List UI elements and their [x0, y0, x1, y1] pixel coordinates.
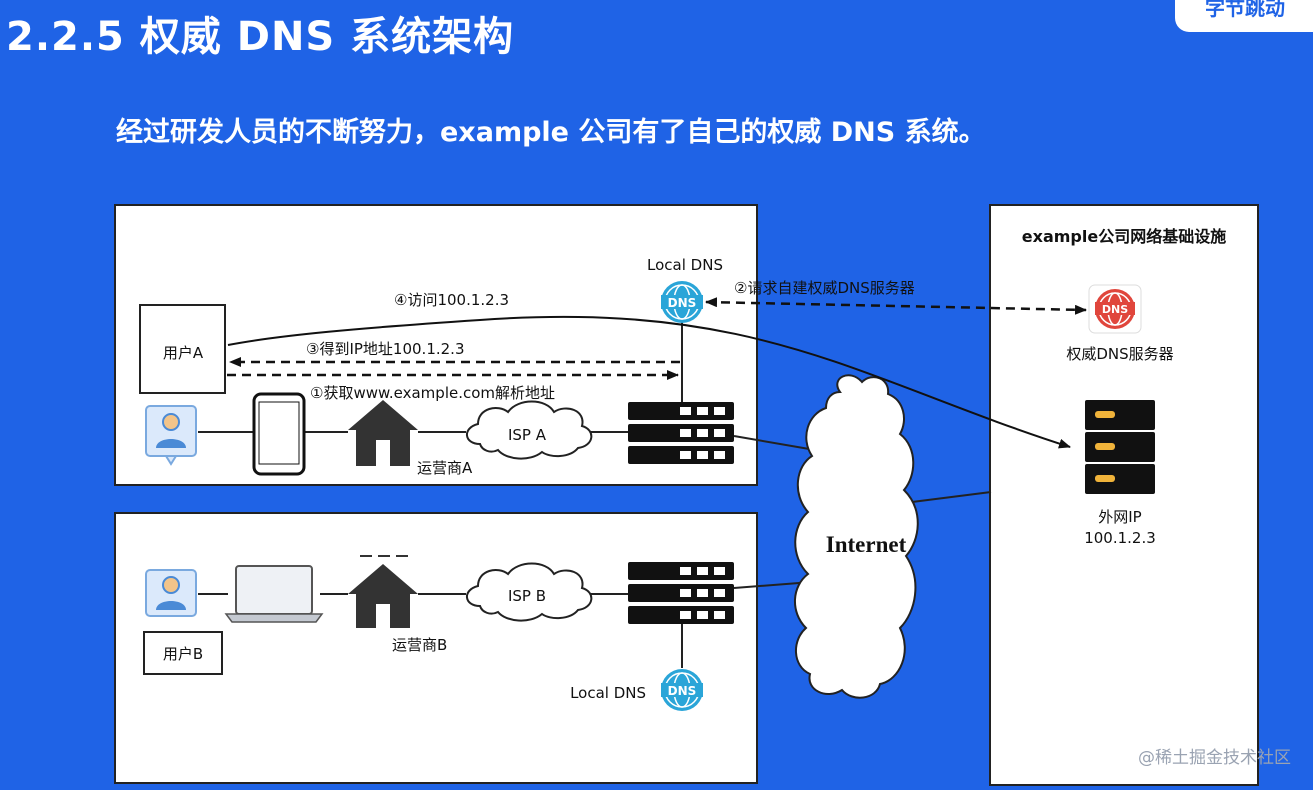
user-b-box	[143, 631, 223, 675]
user-a-avatar-icon	[145, 405, 197, 466]
local-dns-a-label: Local DNS	[647, 256, 723, 274]
brand-logo: 字节跳动	[1175, 0, 1313, 32]
public-ip-value: 100.1.2.3	[1084, 529, 1156, 547]
brand-logo-text: 字节跳动	[1205, 0, 1285, 20]
auth-dns-label: 权威DNS服务器	[1066, 345, 1173, 363]
isp-b-label: ISP B	[508, 587, 546, 605]
carrier-b-house-icon	[348, 555, 418, 628]
isp-b-server-rack-icon	[628, 562, 734, 624]
local-dns-a-icon: DNS	[661, 281, 703, 323]
infra-title: example公司网络基础设施	[1022, 227, 1226, 246]
user-b-label: 用户B	[163, 645, 203, 663]
laptop-icon	[224, 565, 324, 623]
svg-text:DNS: DNS	[668, 684, 697, 698]
svg-text:DNS: DNS	[668, 296, 697, 310]
user-a-label: 用户A	[163, 344, 204, 362]
authoritative-dns-icon: DNS	[1088, 284, 1142, 334]
step3-label: ③得到IP地址100.1.2.3	[306, 340, 465, 358]
isp-a-label: ISP A	[508, 426, 547, 444]
carrier-b-label: 运营商B	[392, 636, 447, 654]
slide-title: 2.2.5 权威 DNS 系统架构	[6, 14, 515, 60]
row-a-links	[198, 322, 816, 451]
watermark: @稀土掘金技术社区	[1138, 748, 1291, 768]
step2-label: ②请求自建权威DNS服务器	[734, 279, 915, 297]
origin-server-icon	[1085, 400, 1155, 494]
carrier-a-house-icon	[348, 400, 418, 466]
slide-subtitle: 经过研发人员的不断努力，example 公司有了自己的权威 DNS 系统。	[116, 117, 986, 148]
step4-arrow	[227, 315, 1071, 449]
public-ip-label: 外网IP	[1098, 508, 1141, 526]
step1-label: ①获取www.example.com解析地址	[310, 384, 555, 402]
step4-label: ④访问100.1.2.3	[394, 291, 509, 309]
local-dns-b-label: Local DNS	[570, 684, 646, 702]
user-b-avatar-icon	[145, 569, 197, 617]
carrier-a-label: 运营商A	[417, 459, 473, 477]
local-dns-b-icon: DNS	[661, 669, 703, 711]
user-a-box	[139, 304, 226, 394]
svg-text:DNS: DNS	[1102, 303, 1128, 316]
step2-arrow	[705, 297, 1087, 315]
internet-cloud	[793, 374, 919, 699]
isp-a-server-rack-icon	[628, 402, 734, 464]
isp-b-cloud: ISP B	[466, 562, 593, 622]
internet-label: Internet	[826, 532, 907, 557]
smartphone-icon	[252, 392, 306, 476]
isp-a-cloud: ISP A	[466, 400, 593, 460]
